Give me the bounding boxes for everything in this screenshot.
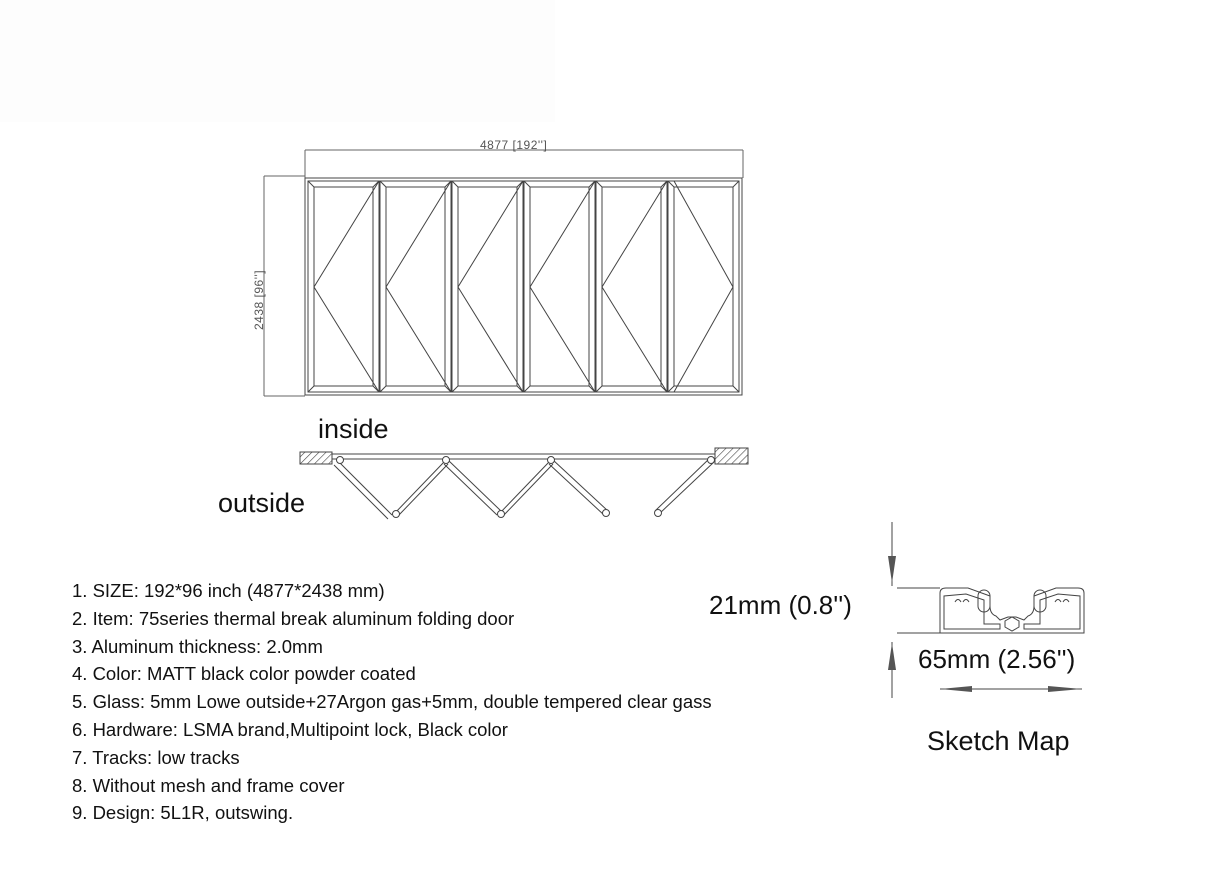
- spec-item: 9. Design: 5L1R, outswing.: [72, 802, 294, 824]
- arrow-down-icon: [888, 556, 896, 583]
- wall-right: [714, 447, 749, 465]
- profile-height-label: 21mm (0.8''): [709, 590, 852, 620]
- arrow-up-icon: [888, 643, 896, 670]
- panel-6: [667, 180, 740, 393]
- hinge-points: [336, 456, 715, 518]
- plan-view: [299, 447, 749, 520]
- panel-4: [523, 180, 596, 393]
- arrow-right-icon: [1048, 686, 1082, 692]
- profile-section: [888, 522, 1085, 698]
- profile-width-label: 65mm (2.56''): [918, 644, 1076, 674]
- spec-item: 4. Color: MATT black color powder coated: [72, 663, 416, 685]
- height-dimension-line: [263, 175, 305, 397]
- spec-item: 6. Hardware: LSMA brand,Multipoint lock,…: [72, 718, 508, 740]
- panel-3: [451, 180, 524, 393]
- spec-list: 1. SIZE: 192*96 inch (4877*2438 mm) 2. I…: [72, 577, 712, 827]
- panel-1: [307, 180, 380, 393]
- width-dimension-line: [304, 149, 744, 178]
- spec-item: 8. Without mesh and frame cover: [72, 774, 345, 796]
- outside-label: outside: [218, 488, 306, 518]
- spec-item: 5. Glass: 5mm Lowe outside+27Argon gas+5…: [72, 691, 712, 713]
- panel-2: [379, 180, 452, 393]
- panel-5: [595, 180, 668, 393]
- spec-item: 2. Item: 75series thermal break aluminum…: [72, 607, 515, 629]
- wall-left: [299, 451, 333, 465]
- sketch-map-caption: Sketch Map: [927, 726, 1070, 756]
- door-panels: [307, 180, 740, 393]
- spec-item: 3. Aluminum thickness: 2.0mm: [72, 635, 323, 657]
- height-dimension-label: 2438 [96'']: [252, 269, 266, 330]
- spec-item: 1. SIZE: 192*96 inch (4877*2438 mm): [72, 580, 385, 601]
- background-tint: [0, 0, 555, 122]
- width-dimension-label: 4877 [192'']: [480, 138, 548, 152]
- inside-label: inside: [318, 414, 389, 444]
- arrow-left-icon: [940, 686, 972, 692]
- spec-item: 7. Tracks: low tracks: [72, 746, 240, 768]
- folding-leaves: [333, 457, 715, 520]
